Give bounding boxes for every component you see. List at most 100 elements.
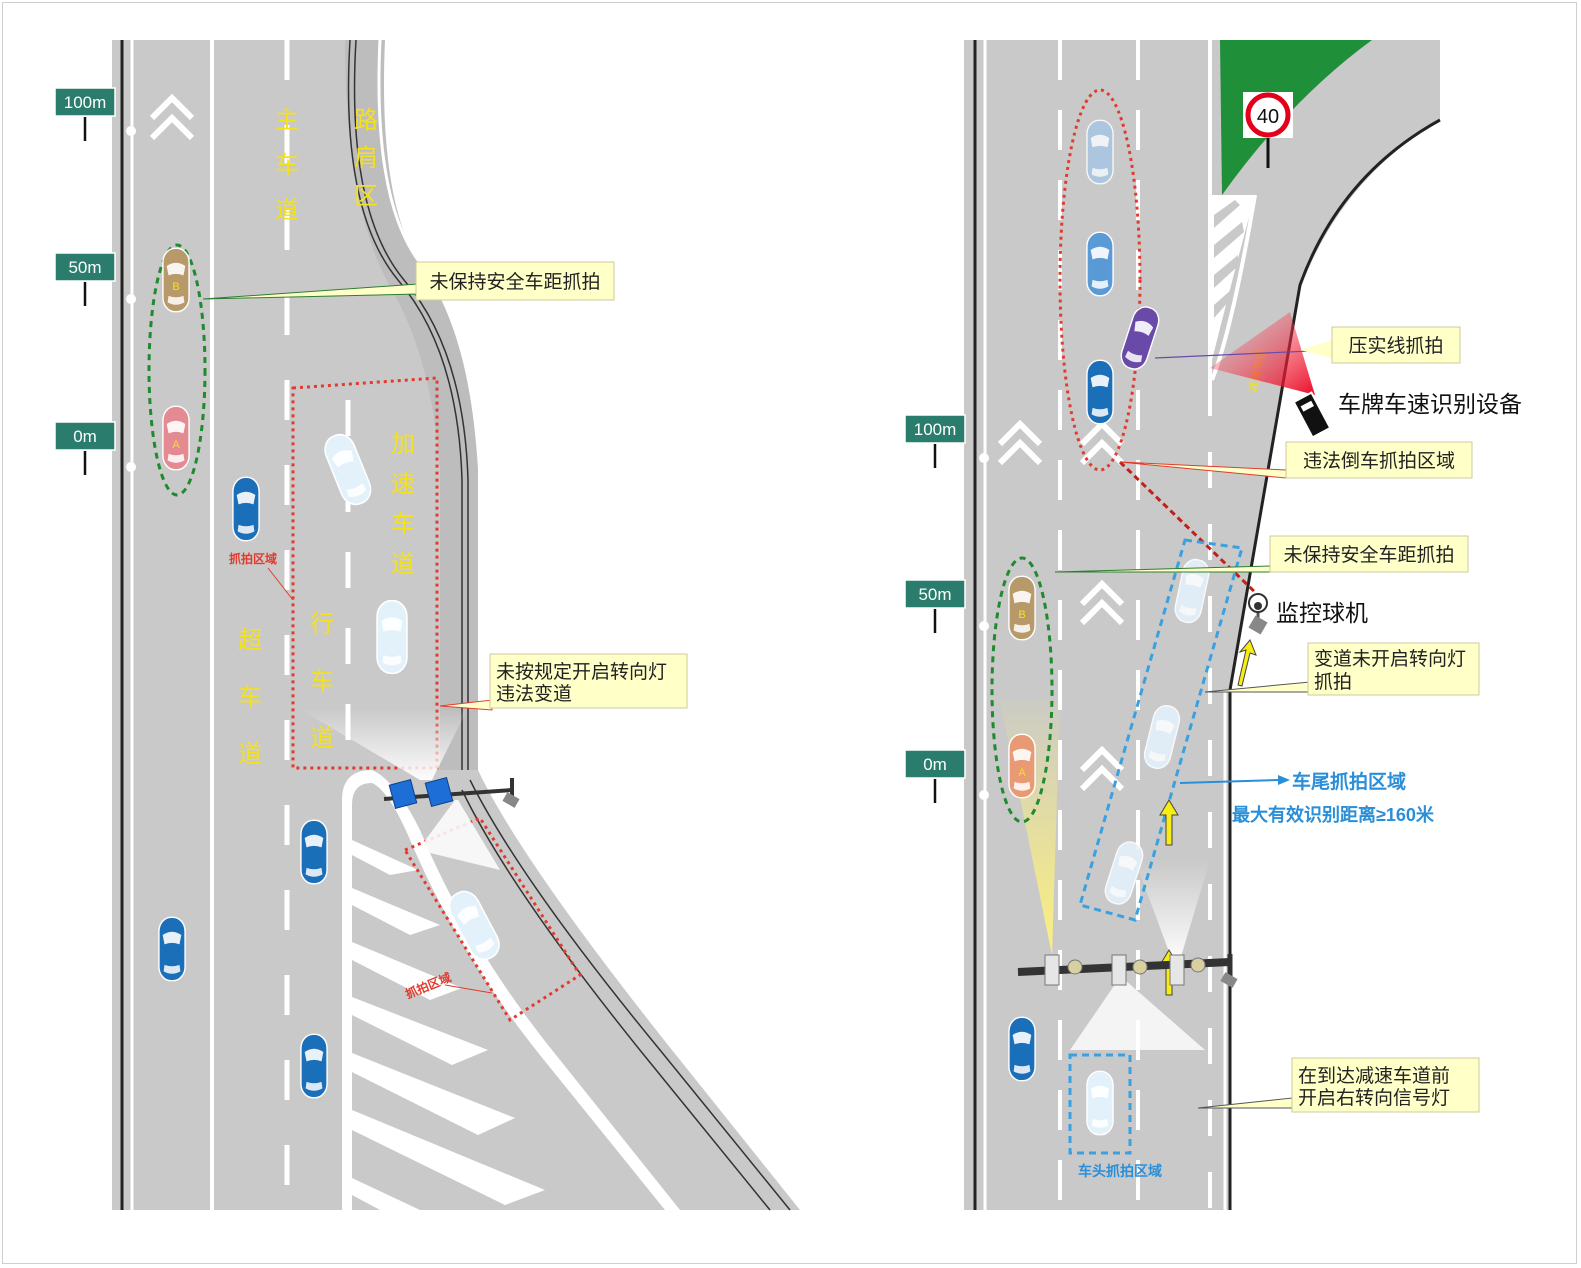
left-sign-100m: 100m xyxy=(54,87,116,141)
gantry-camera-1 xyxy=(1044,954,1060,986)
lane-label-shoulder: 路肩区 xyxy=(354,107,378,210)
left-callout-distance: 未保持安全车距抓拍 xyxy=(202,261,615,301)
rear-zone-range: 最大有效识别距离≥160米 xyxy=(1232,804,1435,825)
car-white-right-4 xyxy=(1086,1070,1114,1136)
callout-solid-line-text: 压实线抓拍 xyxy=(1348,335,1443,357)
left-sign-100m-text: 100m xyxy=(64,93,107,112)
lane-label-main: 主车道 xyxy=(275,107,299,224)
right-distance-ellipse xyxy=(990,556,1054,824)
left-callout-turn-line1: 未按规定开启转向灯 xyxy=(496,661,667,683)
callout-signal-line1: 在到达减速车道前 xyxy=(1298,1065,1450,1087)
left-ramp-line-1 xyxy=(469,779,791,1211)
right-road-surface xyxy=(964,40,1440,1210)
speed-limit-value: 40 xyxy=(1257,106,1279,128)
left-capture-zone-lower xyxy=(402,816,583,1023)
gantry-light-2 xyxy=(1132,959,1148,975)
left-direction-chevron xyxy=(149,93,195,141)
car-a-left: A xyxy=(162,405,190,471)
reversing-capture-link xyxy=(1118,460,1260,597)
left-zone-label-upper: 抓拍区域 xyxy=(229,551,277,566)
left-camera-beam-upper xyxy=(298,708,468,780)
car-blue-right-2 xyxy=(1008,1016,1036,1082)
right-camera-beam-upper xyxy=(1135,860,1210,960)
reversing-capture-ellipse xyxy=(1058,88,1142,472)
right-panel: 100m 50m 0m 40 减速车道 xyxy=(904,40,1522,1210)
right-sign-100m-text: 100m xyxy=(914,420,957,439)
car-a-right: A xyxy=(1008,733,1036,799)
car-white-left-2 xyxy=(376,599,408,675)
left-distance-ellipse xyxy=(147,243,207,497)
left-chevron-hatch xyxy=(352,840,545,1210)
car-blue-left-4 xyxy=(300,1033,328,1099)
left-lane-labels: 主车道 路肩区 加速车道 行车道 超车道 xyxy=(238,107,415,768)
gantry-light-1 xyxy=(1067,959,1083,975)
right-ramp-edge-line xyxy=(1228,118,1441,1210)
left-camera-gantry xyxy=(383,776,520,810)
left-callout-turn: 未按规定开启转向灯 违法变道 xyxy=(439,653,688,711)
left-camera-1 xyxy=(388,778,418,810)
right-sign-100m: 100m xyxy=(904,414,966,468)
right-sign-50m: 50m xyxy=(904,579,966,633)
right-camera-beam-lower xyxy=(1070,980,1205,1050)
right-ramp-edge-line-white xyxy=(1239,129,1441,1210)
left-callout-turn-line2: 违法变道 xyxy=(496,683,572,705)
gantry-camera-3 xyxy=(1169,954,1185,986)
left-camera-beam-lower xyxy=(418,800,500,870)
car-b-right-label: B xyxy=(1018,609,1025,621)
left-panel: 100m 50m 0m 主车道 路肩区 加速车道 行车道 超车道 B xyxy=(54,39,800,1211)
car-a-right-label: A xyxy=(1018,767,1026,779)
car-a-left-label: A xyxy=(172,439,180,451)
callout-distance-right: 未保持安全车距抓拍 xyxy=(1054,535,1469,573)
lane-label-accel: 加速车道 xyxy=(391,431,415,578)
left-camera-2 xyxy=(424,776,454,808)
callout-turn-right-line1: 变道未开启转向灯 xyxy=(1314,648,1466,670)
callout-signal: 在到达减速车道前 开启右转向信号灯 xyxy=(1197,1057,1480,1113)
rear-zone-title: 车尾抓拍区域 xyxy=(1292,770,1406,793)
plate-speed-device xyxy=(1292,391,1332,439)
left-sign-50m-text: 50m xyxy=(68,258,101,277)
gantry-light-3 xyxy=(1190,957,1206,973)
right-sign-0m: 0m xyxy=(904,749,966,803)
callout-distance-right-text: 未保持安全车距抓拍 xyxy=(1283,544,1454,566)
callout-turn-right: 变道未开启转向灯 抓拍 xyxy=(1204,642,1480,696)
right-gore-island xyxy=(1210,195,1255,360)
right-camera-gantry xyxy=(1017,954,1238,988)
callout-reversing: 违法倒车抓拍区域 xyxy=(1119,441,1473,479)
car-b-right: B xyxy=(1008,575,1036,641)
left-shoulder-line-1 xyxy=(347,39,463,770)
rear-capture-zone xyxy=(1078,538,1244,922)
dome-camera-label: 监控球机 xyxy=(1276,600,1368,626)
car-blue-left-1 xyxy=(232,476,260,542)
lane-label-travel: 行车道 xyxy=(310,611,334,752)
front-capture-zone xyxy=(1068,1053,1132,1155)
front-zone-label: 车头抓拍区域 xyxy=(1078,1163,1162,1179)
left-sign-0m-text: 0m xyxy=(73,427,97,446)
callout-reversing-text: 违法倒车抓拍区域 xyxy=(1303,450,1455,472)
car-b-left-label: B xyxy=(172,281,179,293)
gantry-camera-2 xyxy=(1111,954,1127,986)
right-sign-0m-text: 0m xyxy=(923,755,947,774)
car-b-left: B xyxy=(162,247,190,313)
callout-signal-line2: 开启右转向信号灯 xyxy=(1298,1087,1450,1109)
car-blue-right-1 xyxy=(1086,359,1114,425)
car-blue-left-3 xyxy=(158,916,186,982)
lane-label-overtake: 超车道 xyxy=(238,627,262,768)
car-blue-left-2 xyxy=(300,819,328,885)
callout-solid-line: 压实线抓拍 xyxy=(1154,326,1461,364)
left-callout-distance-text: 未保持安全车距抓拍 xyxy=(429,271,600,293)
right-sign-50m-text: 50m xyxy=(918,585,951,604)
car-ghost-2 xyxy=(1086,231,1114,297)
right-chevron-hatch xyxy=(1214,200,1244,318)
car-ghost-1 xyxy=(1086,119,1114,185)
left-sign-0m: 0m xyxy=(54,421,116,475)
left-shoulder-line-2 xyxy=(353,39,469,770)
dome-camera xyxy=(1248,593,1268,635)
speed-limit-sign: 40 xyxy=(1243,92,1293,168)
left-shoulder-area xyxy=(345,40,478,770)
callout-turn-right-line2: 抓拍 xyxy=(1314,671,1352,693)
right-grass-area xyxy=(1220,40,1372,195)
plate-device-label: 车牌车速识别设备 xyxy=(1338,391,1522,417)
left-sign-50m: 50m xyxy=(54,252,116,306)
rear-zone-annotation: 车尾抓拍区域 最大有效识别距离≥160米 xyxy=(1179,770,1435,825)
